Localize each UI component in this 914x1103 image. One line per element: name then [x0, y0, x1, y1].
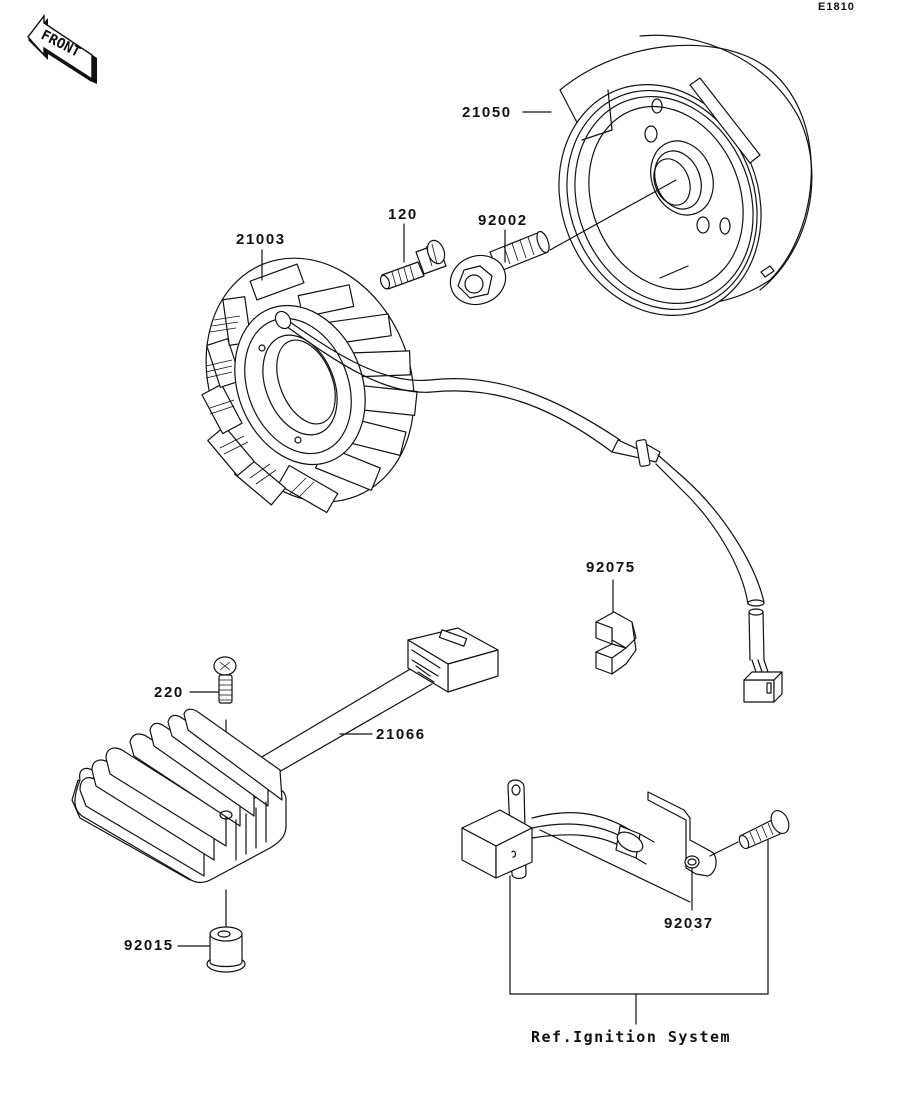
part-label-120[interactable]: 120 — [388, 206, 418, 223]
stator[interactable] — [170, 227, 449, 534]
screw-axis-line-2 — [709, 841, 739, 857]
part-label-92037[interactable]: 92037 — [664, 915, 714, 932]
stator-wire-harness[interactable] — [272, 309, 783, 703]
part-label-21050[interactable]: 21050 — [462, 104, 512, 121]
part-label-21066[interactable]: 21066 — [376, 726, 426, 743]
flywheel-rotor[interactable] — [525, 34, 813, 346]
flywheel-bolt[interactable] — [443, 230, 551, 312]
pickup-bracket[interactable] — [539, 791, 717, 903]
part-label-92075[interactable]: 92075 — [586, 559, 636, 576]
stator-bolt[interactable] — [379, 238, 448, 290]
front-arrow-icon: FRONT — [27, 13, 97, 84]
reference-bracket-lines — [509, 839, 769, 1025]
clamp[interactable] — [595, 611, 637, 675]
regulator-rectifier[interactable] — [71, 627, 499, 884]
regulator-screw[interactable] — [213, 656, 237, 704]
regulator-collar[interactable] — [206, 926, 246, 973]
reference-note[interactable]: Ref.Ignition System — [531, 1028, 732, 1046]
pickup-screw[interactable] — [737, 808, 792, 850]
pickup-coil[interactable] — [461, 779, 655, 880]
part-label-21003[interactable]: 21003 — [236, 231, 286, 248]
part-label-220[interactable]: 220 — [154, 684, 184, 701]
diagram-code: E1810 — [818, 1, 855, 13]
part-label-92015[interactable]: 92015 — [124, 937, 174, 954]
part-label-92002[interactable]: 92002 — [478, 212, 528, 229]
